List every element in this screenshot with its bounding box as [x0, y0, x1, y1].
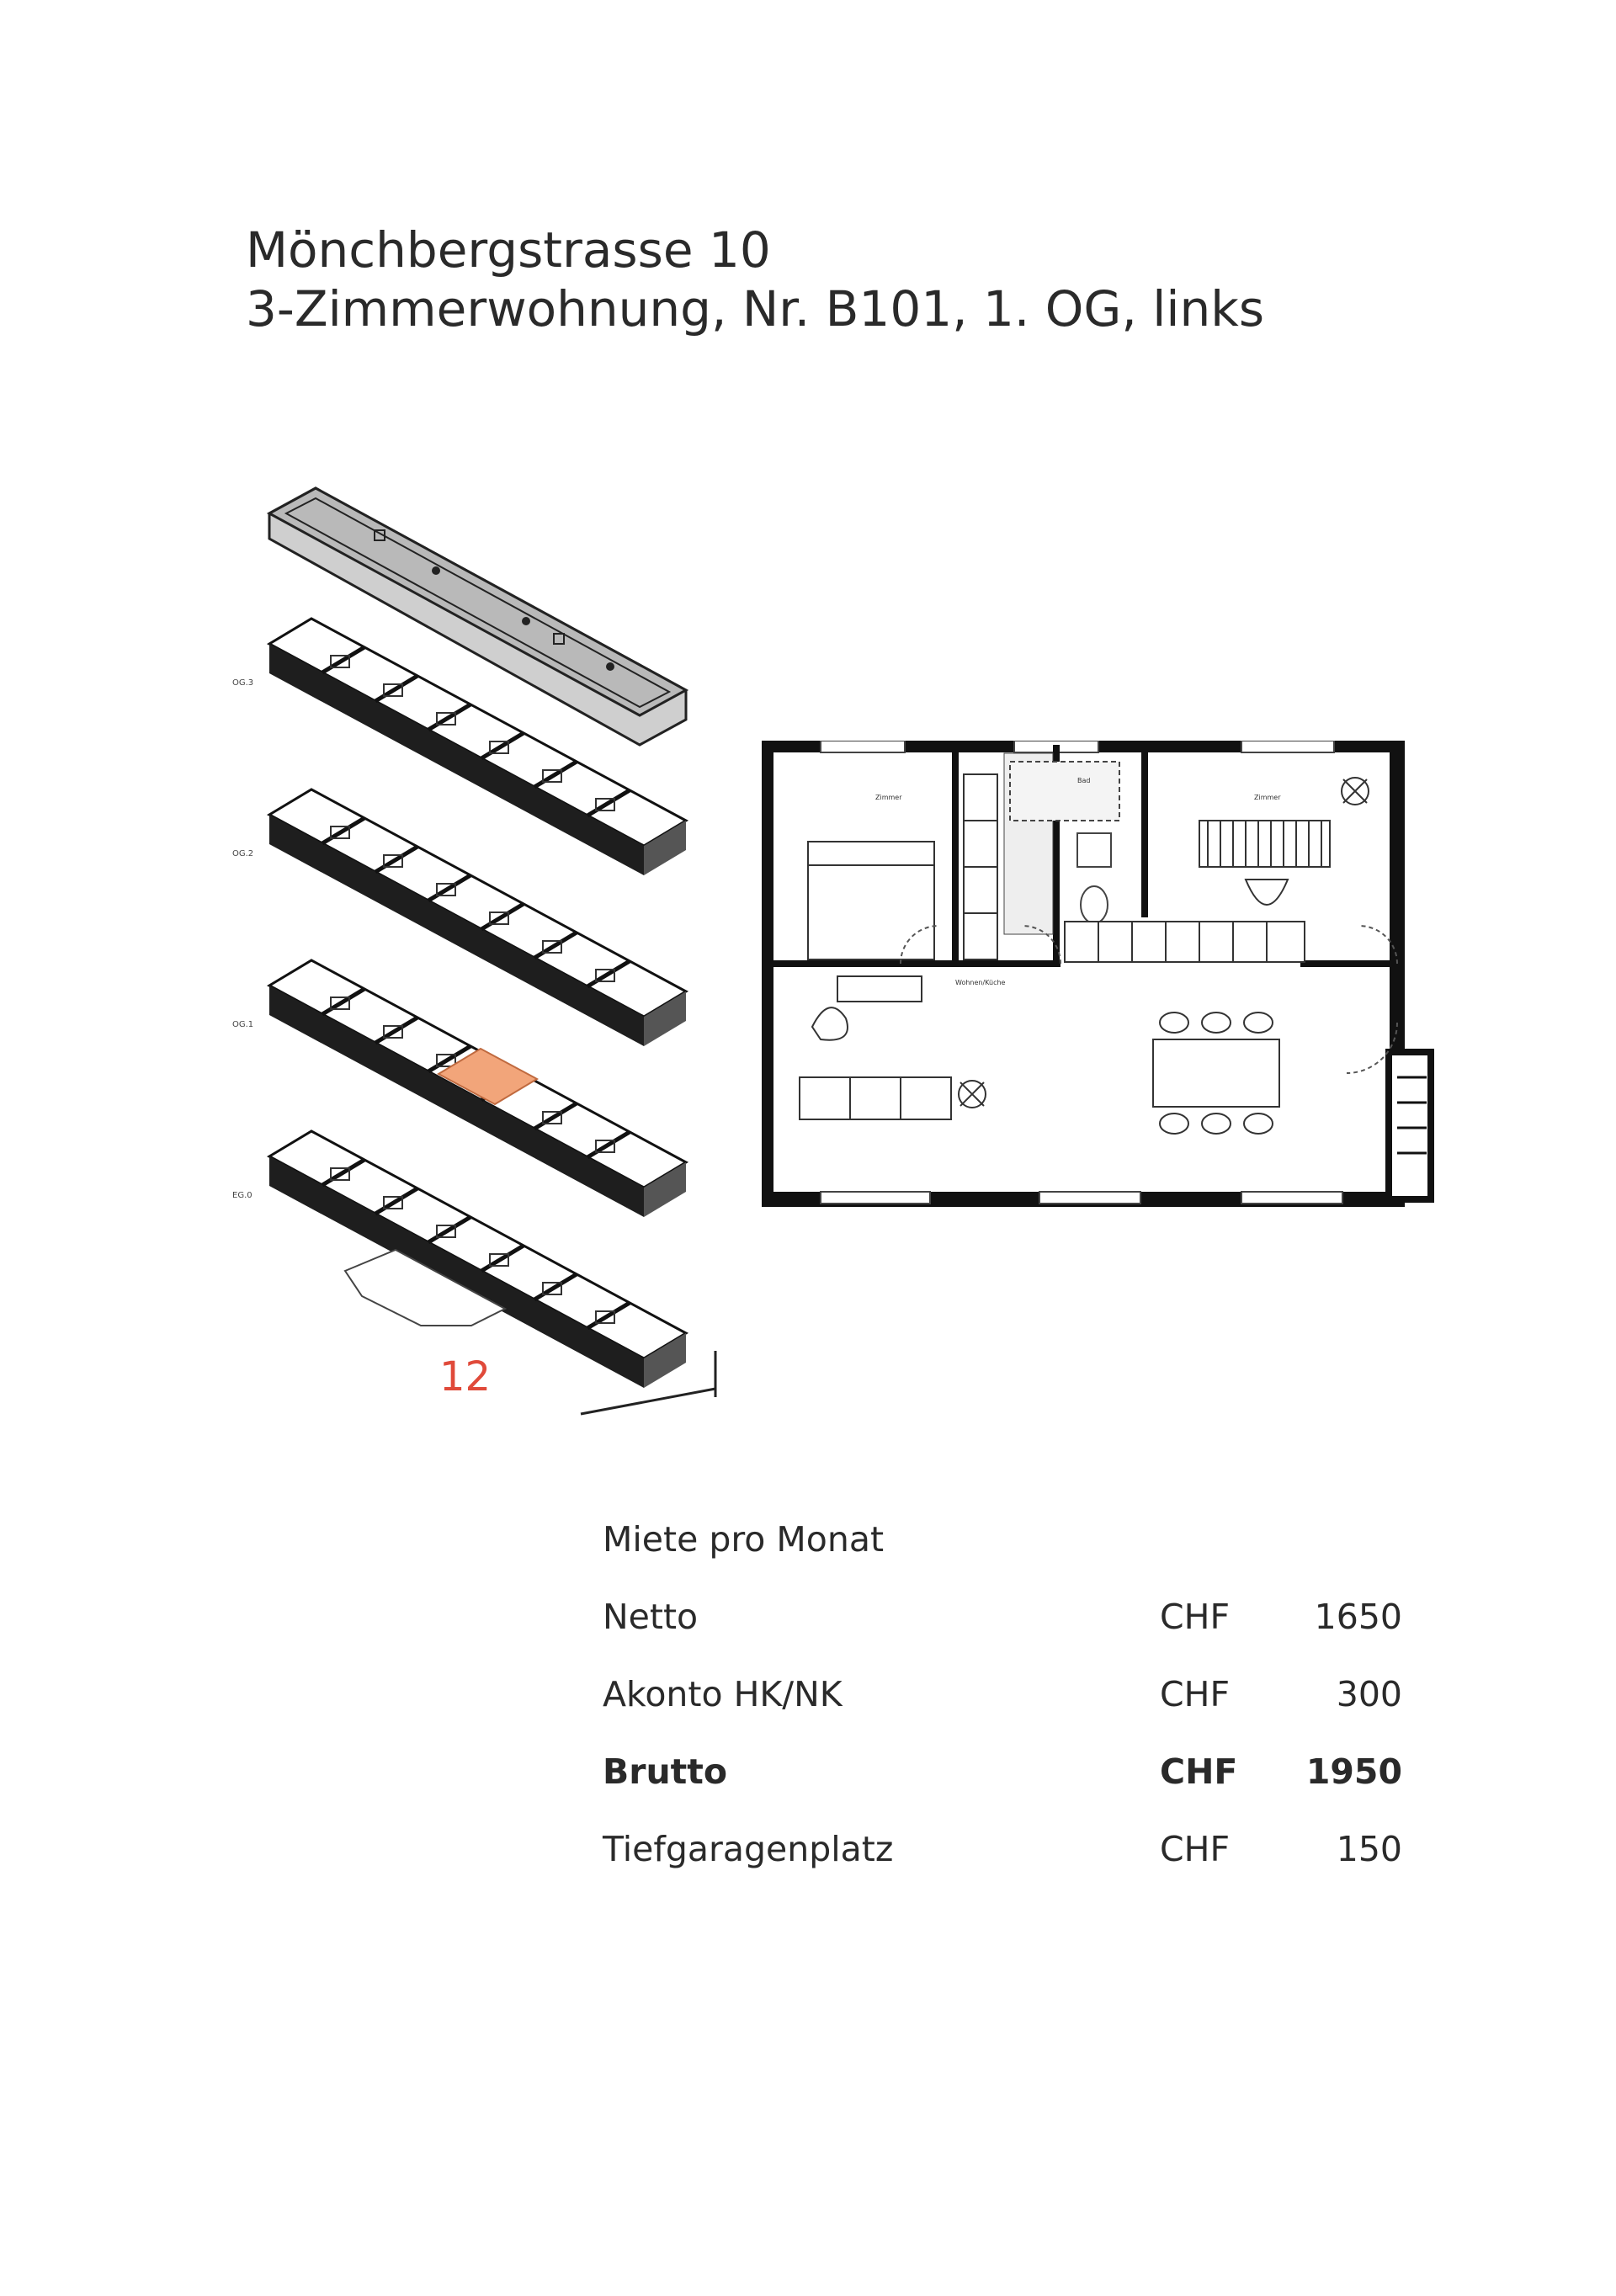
rent-table: Miete pro Monat Netto CHF 1650 Akonto HK… — [603, 1519, 1402, 1906]
right-room-furniture — [1199, 820, 1331, 906]
rent-label: Netto — [603, 1597, 699, 1637]
floor-og3 — [266, 617, 689, 875]
room-label-bath: Bad — [1077, 777, 1090, 784]
floor-label-og2: OG.2 — [232, 849, 253, 858]
floor-label-og3: OG.3 — [232, 678, 253, 688]
floor-eg0 — [266, 1129, 689, 1388]
rent-row-garage: Tiefgaragenplatz CHF 150 — [603, 1829, 1402, 1906]
sofa — [799, 1076, 952, 1120]
entrance-number: 12 — [439, 1353, 491, 1400]
floor-label-eg0: EG.0 — [232, 1191, 252, 1200]
page-title: Mönchbergstrasse 10 3-Zimmerwohnung, Nr.… — [246, 221, 1264, 338]
dining-table — [1152, 1012, 1280, 1135]
rent-row-akonto: Akonto HK/NK CHF 300 — [603, 1674, 1402, 1751]
floor-og1 — [266, 959, 689, 1217]
kitchen-counter — [1064, 921, 1305, 963]
rent-currency: CHF — [1160, 1751, 1238, 1792]
rent-amount: 150 — [1336, 1829, 1402, 1869]
bed — [807, 841, 935, 1002]
rent-currency: CHF — [1160, 1829, 1231, 1869]
rent-currency: CHF — [1160, 1597, 1231, 1637]
rent-label: Akonto HK/NK — [603, 1674, 843, 1714]
room-label-living: Wohnen/Küche — [955, 979, 1006, 986]
floor-og2 — [266, 788, 689, 1046]
plant-icon — [958, 777, 1369, 1108]
rent-row-brutto: Brutto CHF 1950 — [603, 1751, 1402, 1829]
rent-row-netto: Netto CHF 1650 — [603, 1597, 1402, 1674]
floor-label-og1: OG.1 — [232, 1020, 253, 1029]
rent-heading: Miete pro Monat — [603, 1519, 885, 1560]
entrance-canopy — [343, 1248, 508, 1326]
highlighted-apartment — [436, 1047, 540, 1106]
rent-currency: CHF — [1160, 1674, 1231, 1714]
rent-amount: 1650 — [1314, 1597, 1402, 1637]
room-label-bedroom: Zimmer — [875, 794, 902, 801]
address-line: Mönchbergstrasse 10 — [246, 221, 771, 279]
floor-plan: Zimmer Bad Zimmer Wohnen/Küche — [762, 741, 1434, 1207]
rent-amount: 300 — [1336, 1674, 1402, 1714]
building-isometric-diagram: OG.3 OG.2 OG.1 EG.0 12 — [232, 486, 717, 1416]
room-label-room: Zimmer — [1254, 794, 1281, 801]
rent-label: Tiefgaragenplatz — [603, 1829, 894, 1869]
apartment-line: 3-Zimmerwohnung, Nr. B101, 1. OG, links — [246, 280, 1265, 337]
bathroom — [1003, 752, 1120, 935]
rent-label: Brutto — [603, 1751, 728, 1792]
rent-amount: 1950 — [1305, 1751, 1402, 1792]
roof-slab — [266, 486, 689, 747]
